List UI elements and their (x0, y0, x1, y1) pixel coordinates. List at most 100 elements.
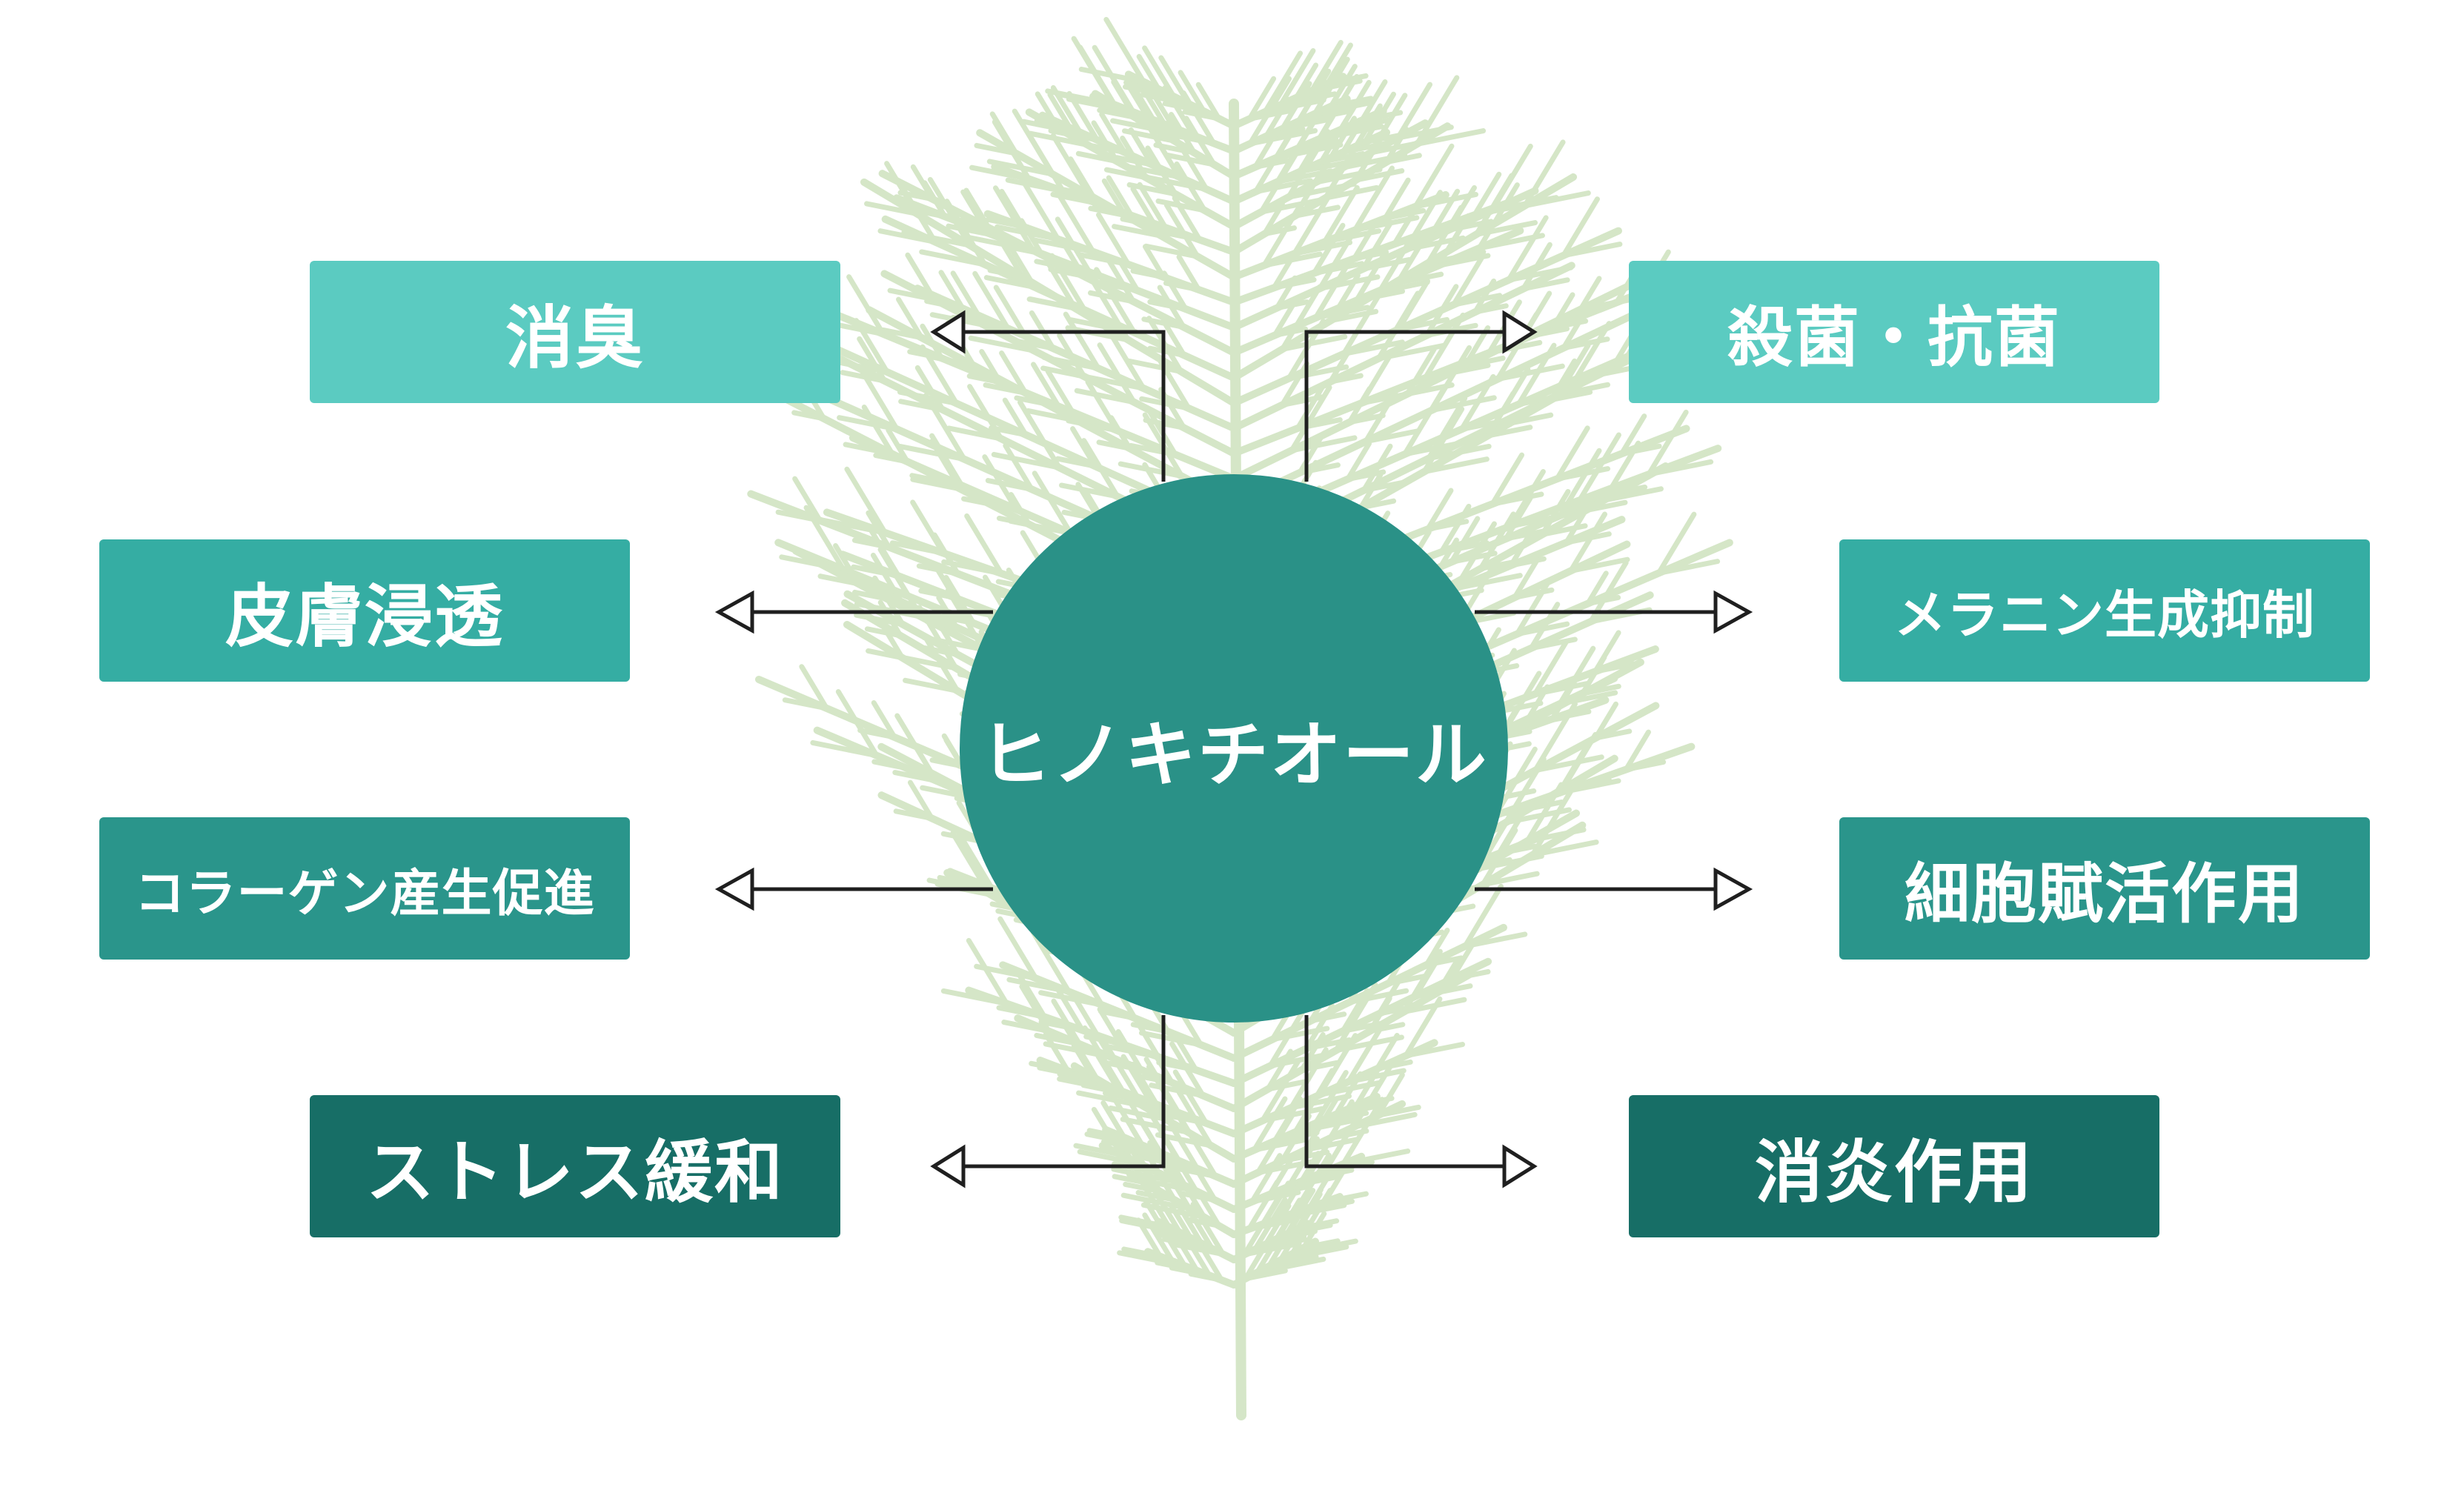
foliage-stroke (1241, 1197, 1281, 1257)
foliage-stroke (1088, 205, 1128, 219)
foliage-stroke (1618, 443, 1662, 456)
foliage-stroke (1097, 1008, 1138, 1021)
foliage-stroke (1138, 1030, 1203, 1048)
foliage-stroke (919, 249, 988, 267)
arrowhead-stress-relief (930, 1144, 966, 1189)
foliage-stroke (880, 327, 924, 341)
foliage-stroke (871, 699, 897, 740)
effect-box-antibacterial: 殺菌・抗菌 (1629, 261, 2159, 403)
foliage-stroke (1354, 251, 1387, 303)
foliage-stroke (1195, 82, 1222, 122)
foliage-stroke (1561, 196, 1600, 259)
arrowhead-antibacterial (1502, 310, 1538, 354)
foliage-stroke (1249, 1189, 1301, 1205)
foliage-stroke (1130, 268, 1166, 280)
foliage-stroke (1279, 117, 1330, 132)
foliage-stroke (1055, 216, 1092, 275)
foliage-stroke (1514, 581, 1550, 637)
foliage-stroke (1075, 150, 1120, 164)
foliage-stroke (1539, 488, 1571, 537)
foliage-stroke (1082, 1025, 1126, 1094)
foliage-stroke (910, 164, 935, 202)
foliage-stroke (1144, 120, 1182, 180)
foliage-stroke (938, 270, 966, 311)
foliage-stroke (897, 444, 967, 462)
foliage-stroke (1555, 342, 1591, 398)
effect-label-deodorant: 消臭 (505, 298, 645, 378)
foliage-stroke (1340, 988, 1370, 1034)
foliage-stroke (929, 433, 965, 488)
foliage-stroke (1103, 167, 1149, 181)
foliage-stroke (1050, 84, 1091, 148)
foliage-stroke (1169, 1203, 1194, 1241)
foliage-stroke (1180, 90, 1217, 146)
foliage-stroke (987, 267, 1026, 280)
foliage-stroke (1161, 270, 1189, 312)
foliage-stroke (1272, 302, 1296, 338)
foliage-stroke (1043, 1031, 1071, 1074)
foliage-stroke (1105, 256, 1136, 305)
foliage-stroke (1266, 1216, 1300, 1269)
foliage-stroke (999, 350, 1029, 396)
foliage-stroke (1412, 143, 1455, 210)
foliage-stroke (857, 728, 897, 740)
foliage-stroke (1412, 191, 1479, 210)
foliage-stroke (1142, 1171, 1183, 1235)
arrowhead-anti-inflammatory (1502, 1144, 1538, 1189)
foliage-stroke (860, 178, 1238, 407)
foliage-stroke (966, 373, 1003, 385)
foliage-stroke (1317, 228, 1358, 291)
foliage-stroke (993, 285, 1037, 353)
foliage-stroke (1266, 1254, 1319, 1269)
foliage-stroke (1246, 76, 1277, 122)
foliage-stroke (1345, 469, 1387, 482)
foliage-stroke (1103, 16, 1146, 84)
foliage-stroke (1267, 1005, 1308, 1069)
foliage-stroke (1375, 290, 1421, 362)
foliage-stroke (1112, 224, 1164, 239)
foliage-stroke (1341, 1148, 1411, 1167)
foliage-stroke (879, 621, 906, 661)
foliage-stroke (1585, 571, 1609, 607)
foliage-stroke (1322, 184, 1360, 245)
foliage-stroke (1539, 523, 1588, 537)
foliage-stroke (1279, 1113, 1312, 1164)
foliage-stroke (960, 189, 986, 227)
center-label: ヒノキチオール (980, 713, 1488, 797)
foliage-stroke (1524, 782, 1564, 844)
effect-box-stress-relief: ストレス緩和 (310, 1095, 840, 1237)
foliage-stroke (923, 393, 967, 462)
arrowhead-melanin (1713, 590, 1753, 634)
foliage-stroke (1449, 516, 1481, 565)
foliage-stroke (1425, 249, 1487, 266)
foliage-stroke (1101, 1101, 1143, 1167)
foliage-stroke (1480, 871, 1540, 888)
foliage-stroke (1169, 1041, 1206, 1099)
effect-label-cell-activation: 細胞賦活作用 (1904, 855, 2305, 932)
foliage-stroke (1101, 1039, 1146, 1108)
foliage-stroke (943, 574, 977, 626)
foliage-stroke (1149, 88, 1177, 130)
foliage-stroke (1073, 1143, 1124, 1157)
foliage-stroke (1557, 738, 1593, 794)
foliage-stroke (920, 344, 960, 406)
foliage-stroke (1548, 358, 1578, 403)
foliage-stroke (1018, 218, 1044, 256)
foliage-stroke (857, 336, 888, 384)
foliage-stroke (1146, 175, 1209, 192)
foliage-stroke (985, 478, 1035, 492)
foliage-stroke (1136, 53, 1161, 92)
effect-box-deodorant: 消臭 (310, 261, 840, 403)
foliage-stroke (1288, 1047, 1329, 1111)
arrowhead-skin-penetration (714, 590, 754, 634)
foliage-stroke (870, 552, 904, 605)
foliage-stroke (1309, 39, 1344, 93)
foliage-stroke (989, 111, 1019, 156)
foliage-stroke (1060, 1019, 1100, 1083)
foliage-stroke (1278, 1244, 1349, 1263)
foliage-stroke (1026, 180, 1092, 198)
foliage-stroke (1293, 62, 1319, 101)
foliage-stroke (893, 808, 934, 821)
foliage-stroke (1425, 488, 1454, 532)
connector-deodorant (945, 330, 1166, 482)
